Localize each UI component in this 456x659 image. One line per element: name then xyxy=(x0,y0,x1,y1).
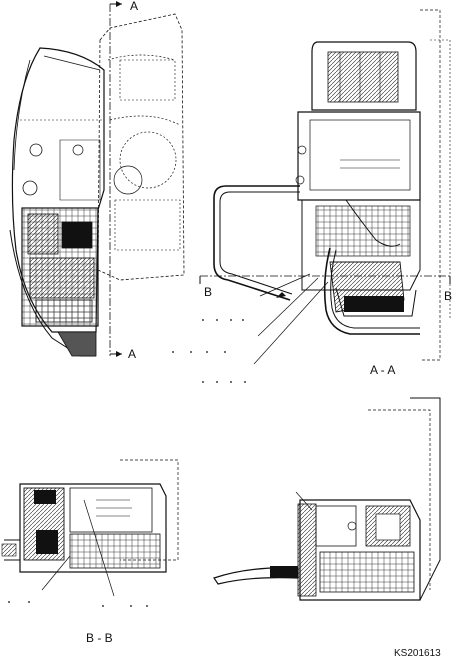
section-a-top-label: A xyxy=(130,0,138,13)
section-bb-view xyxy=(1,459,179,607)
section-a-bottom-label: A xyxy=(128,347,136,361)
side-view-top-left xyxy=(9,1,185,357)
section-b-right-label: B xyxy=(444,289,452,303)
view-aa-caption: A - A xyxy=(370,363,395,377)
lower-right-view xyxy=(213,397,441,601)
section-b-left-label: B xyxy=(204,285,212,299)
figure-id: KS201613 xyxy=(394,648,441,659)
view-bb-caption: B - B xyxy=(86,631,113,645)
section-aa-view xyxy=(172,9,451,383)
